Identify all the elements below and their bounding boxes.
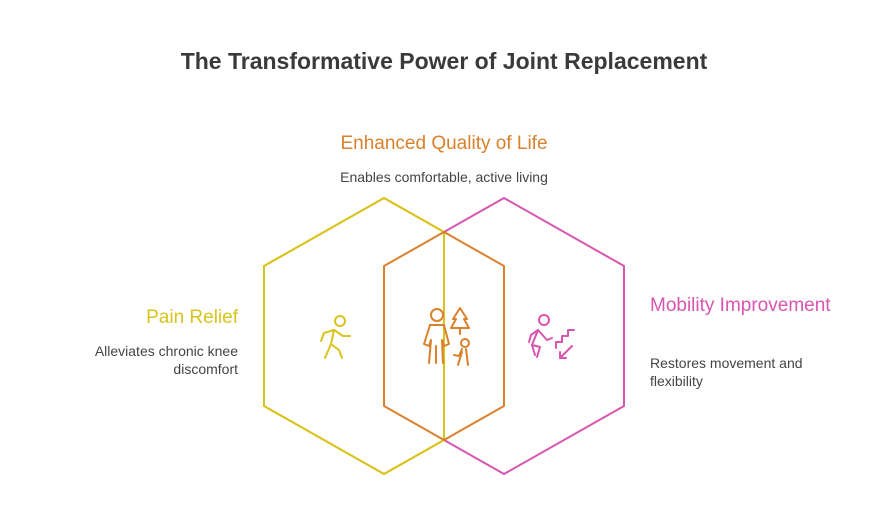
pain-relief-description: Alleviates chronic knee discomfort xyxy=(94,343,238,377)
pain-relief-hexagon xyxy=(263,197,445,475)
pain-relief-heading: Pain Relief xyxy=(146,307,238,328)
mobility-hexagon xyxy=(443,197,625,475)
quality-of-life-heading: Enhanced Quality of Life xyxy=(340,133,548,154)
mobility-heading: Mobility Improvement xyxy=(650,295,831,316)
quality-of-life-description: Enables comfortable, active living xyxy=(340,169,548,185)
family-outdoors-icon xyxy=(423,307,470,366)
mobility-description: Restores movement and flexibility xyxy=(650,355,803,389)
person-climbing-stairs-icon xyxy=(528,314,575,359)
page-title: The Transformative Power of Joint Replac… xyxy=(180,48,708,74)
walking-person-icon xyxy=(320,315,351,359)
quality-of-life-hexagon xyxy=(383,231,505,441)
pain-relief-hexagon-left xyxy=(263,197,445,475)
